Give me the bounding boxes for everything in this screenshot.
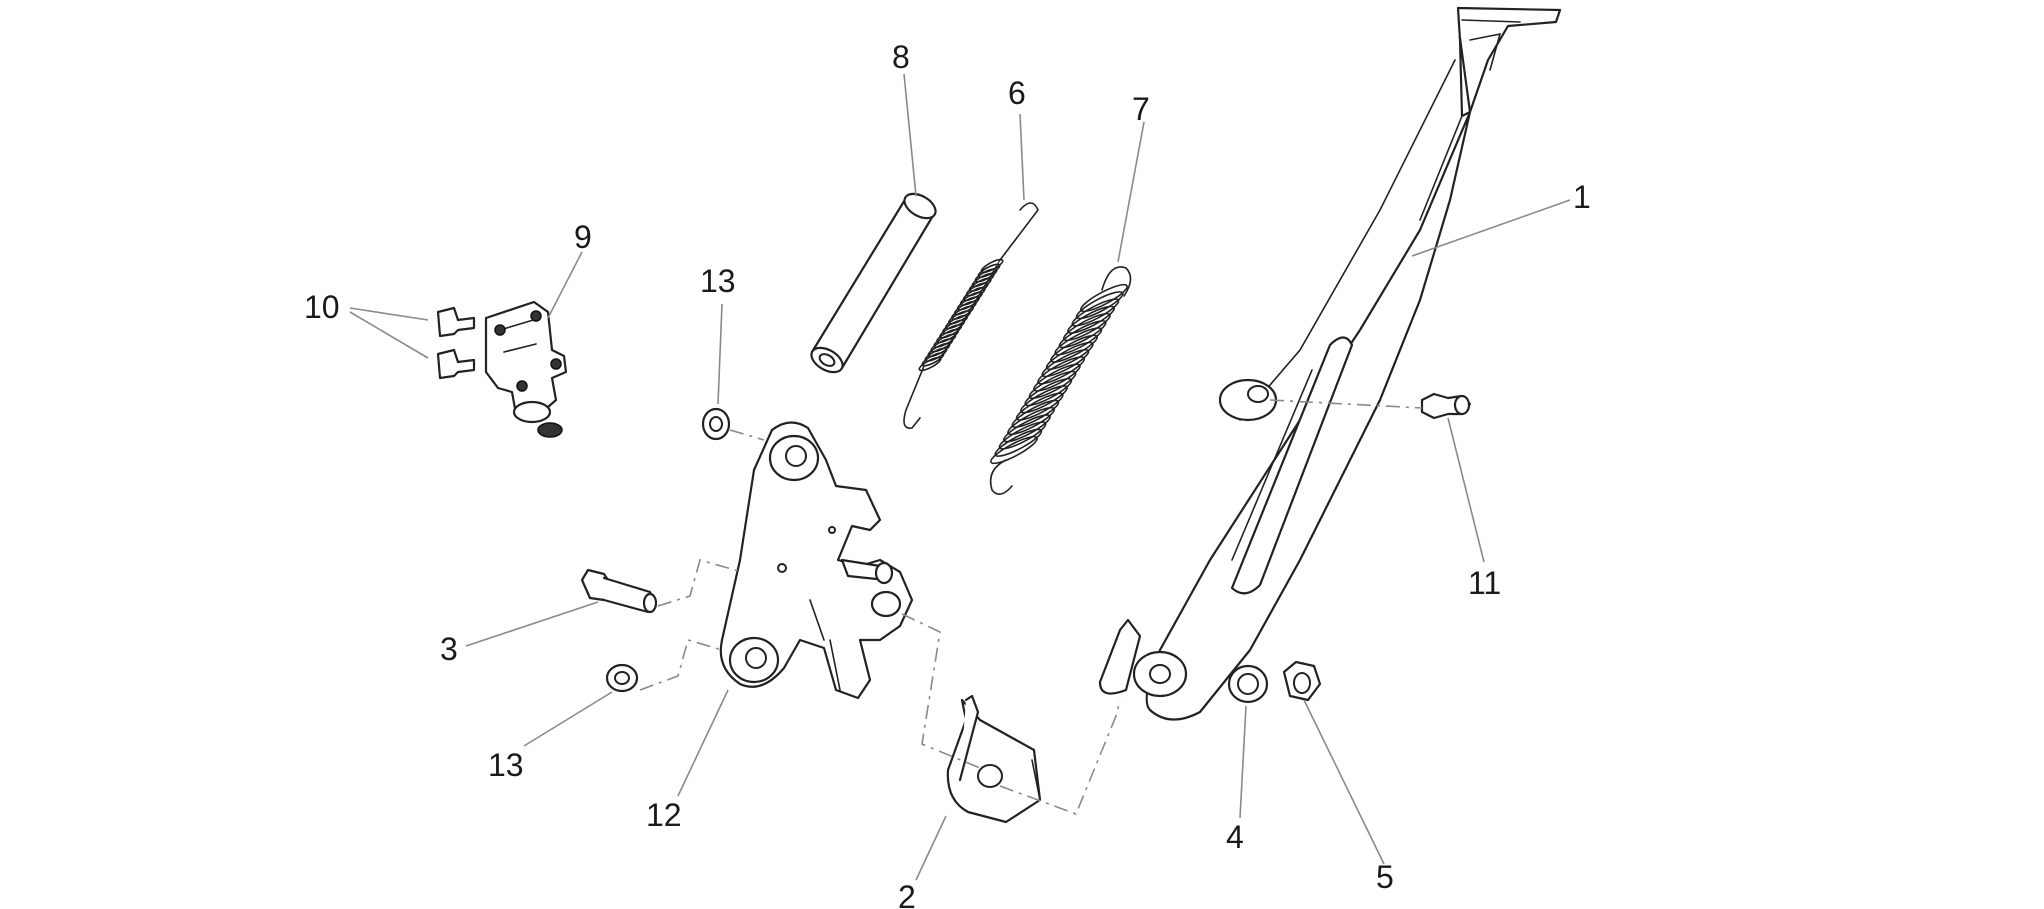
part-5-nut [1282,660,1322,702]
leader-lines [349,73,1571,881]
part-3-pivot-bolt [580,568,658,614]
callout-6: 6 [1008,75,1026,111]
callout-3: 3 [440,631,458,667]
callout-10: 10 [304,289,340,325]
spring-coil [990,435,1038,465]
callout-5: 5 [1376,859,1394,895]
spring-7-coils [990,283,1128,465]
part-12-mounting-plate [719,421,914,700]
part-7-large-spring [989,266,1132,495]
callout-13-upper: 13 [700,263,736,299]
spring-coil [918,356,942,372]
part-8-spacer-tube [810,192,937,374]
part-9-switch [484,300,568,438]
part-2-bracket [946,694,1042,824]
part-1-side-stand [1098,6,1562,721]
part-13-washer-lower [605,663,639,693]
part-11-pin [1420,392,1472,420]
callout-labels: 1 2 3 4 5 6 7 8 9 10 11 12 13 13 [304,39,1591,909]
callout-1: 1 [1573,179,1591,215]
callout-8: 8 [892,39,910,75]
part-13-washer-upper [701,407,731,441]
part-10-screws [436,306,476,380]
callout-7: 7 [1132,91,1150,127]
callout-13-lower: 13 [488,747,524,783]
callout-12: 12 [646,797,682,833]
callout-2: 2 [898,879,916,909]
part-4-washer [1227,664,1269,704]
callout-11: 11 [1468,565,1501,601]
spring-6-coils [918,258,1004,372]
callout-4: 4 [1226,819,1244,855]
callout-9: 9 [574,219,592,255]
part-6-small-spring [903,202,1039,429]
assembly-lines [639,399,1423,816]
